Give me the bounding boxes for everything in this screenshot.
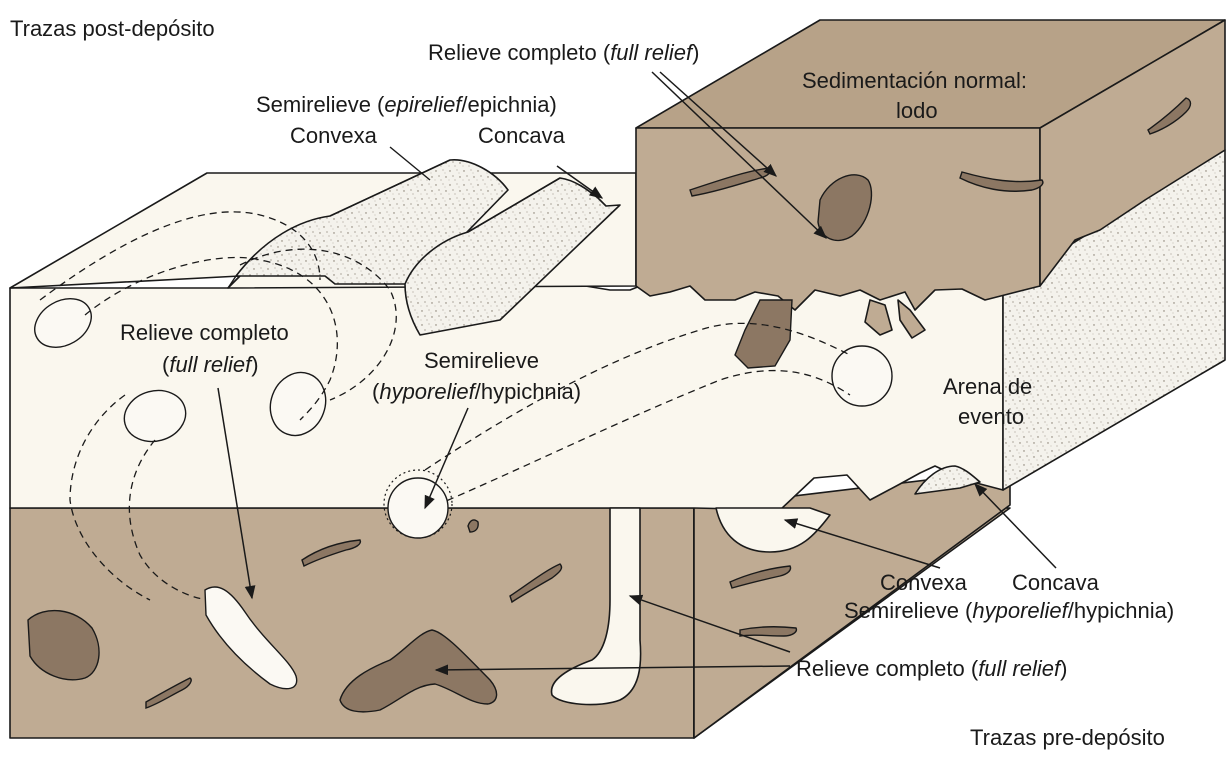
concave-top-label: Concava	[478, 123, 566, 148]
hyporelief-circle	[388, 478, 448, 538]
side-trace-2	[740, 627, 796, 636]
arrow-concave-bottom	[975, 484, 1056, 568]
epirelief-label: Semirelieve (epirelief/epichnia)	[256, 92, 557, 117]
sand-burrow-4	[832, 346, 892, 406]
bottom-full-relief-label: Relieve completo (full relief)	[796, 656, 1067, 681]
mid-hyporelief-label-line2: (hyporelief/hypichnia)	[372, 379, 581, 404]
post-deposit-label: Trazas post-depósito	[10, 16, 215, 41]
sedimentation-label-line2: lodo	[896, 98, 938, 123]
mid-hyporelief-label-line1: Semirelieve	[424, 348, 539, 373]
lower-trace-6	[468, 520, 478, 532]
left-full-relief-label-line1: Relieve completo	[120, 320, 289, 345]
bottom-hyporelief-label: Semirelieve (hyporelief/hypichnia)	[844, 598, 1174, 623]
left-full-relief-label-line2: (full relief)	[162, 352, 259, 377]
top-full-relief-label: Relieve completo (full relief)	[428, 40, 699, 65]
pre-deposit-label: Trazas pre-depósito	[970, 725, 1165, 750]
event-sand-label-line2: evento	[958, 404, 1024, 429]
convex-bottom-label: Convexa	[880, 570, 968, 595]
concave-bottom-label: Concava	[1012, 570, 1100, 595]
convex-top-label: Convexa	[290, 123, 378, 148]
sedimentation-label-line1: Sedimentación normal:	[802, 68, 1027, 93]
event-sand-label-line1: Arena de	[943, 374, 1032, 399]
